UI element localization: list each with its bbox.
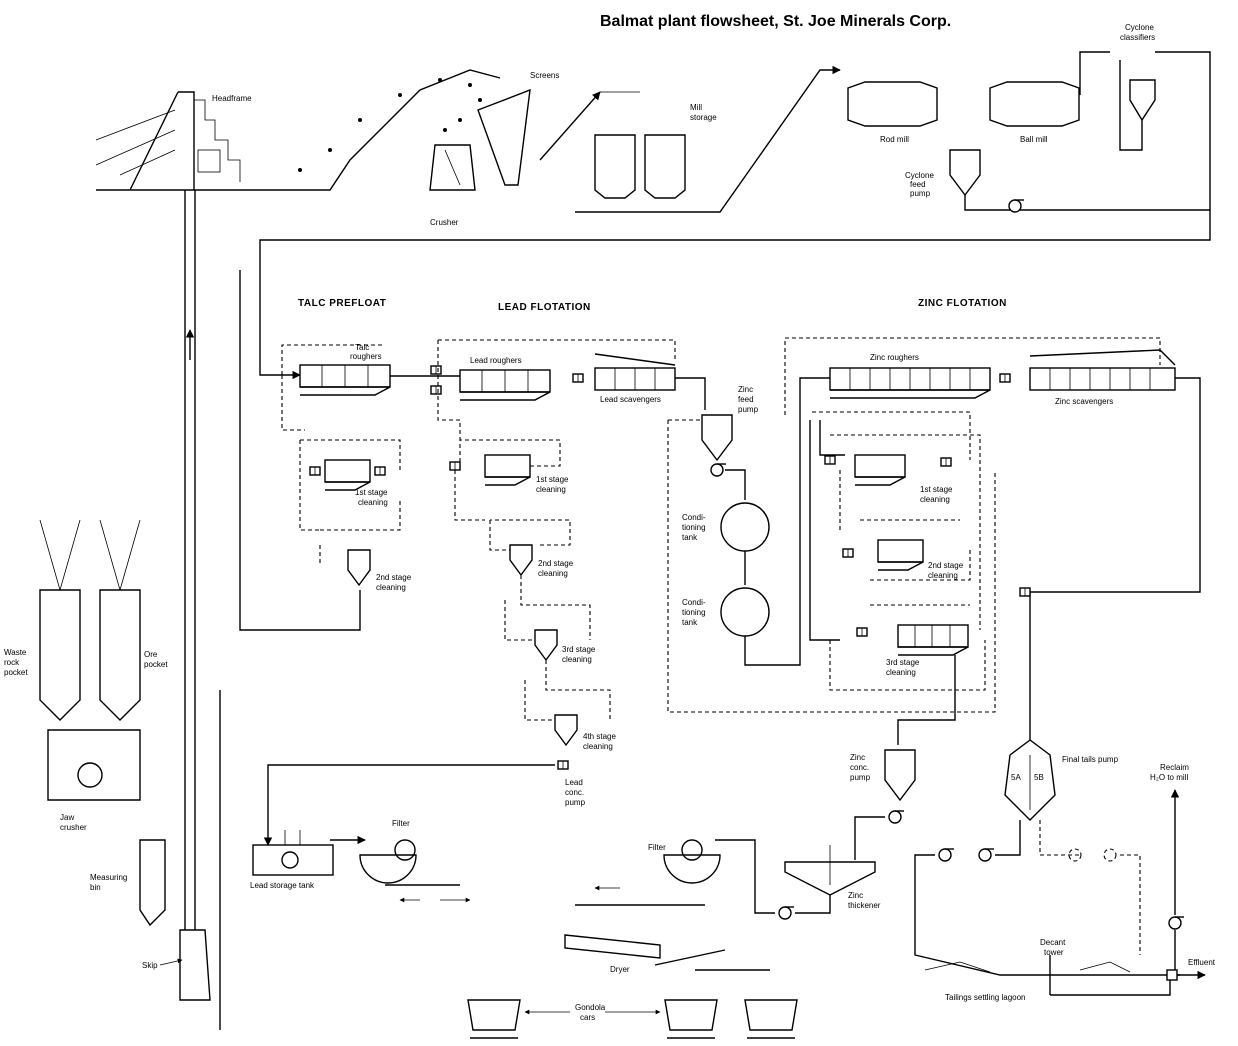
gondola-cars: Gondola cars (467, 999, 798, 1039)
conditioning-tank-2-label-3: tank (682, 618, 698, 627)
lead-conc-pump-label-1: Lead (565, 778, 583, 787)
tailings-lagoon-label: Tailings settling lagoon (945, 993, 1026, 1002)
section-zinc: ZINC FLOTATION (918, 298, 1007, 309)
crusher-label: Crusher (430, 218, 459, 227)
diagram-title: Balmat plant flowsheet, St. Joe Minerals… (600, 13, 951, 30)
decant-tower-label-1: Decant (1040, 938, 1066, 947)
waste-rock-label-3: pocket (4, 668, 28, 677)
filter-zinc-label: Filter (648, 843, 666, 852)
headframe-label: Headframe (212, 94, 252, 103)
final-tails-area: 5A 5B Final tails pump Decant tower Tail… (914, 739, 1216, 1002)
effluent-label: Effluent (1188, 958, 1216, 967)
talc-1st-label-2: cleaning (358, 498, 388, 507)
mill-storage-label-1: Mill (690, 103, 702, 112)
measuring-bin-label-2: bin (90, 883, 101, 892)
cyclone-classifiers-label-2: classifiers (1120, 33, 1155, 42)
jaw-crusher-label-2: crusher (60, 823, 87, 832)
cyclone-feed-pump-label-3: pump (910, 189, 931, 198)
talc-2nd-label-1: 2nd stage (376, 573, 412, 582)
lead-storage-area: Lead storage tank Filter (250, 819, 471, 903)
zinc-conditioning: Zinc feed pump Condi- tioning tank Condi… (667, 337, 1161, 713)
zinc-3rd-label-2: cleaning (886, 668, 916, 677)
cyclone-feed-pump-label-2: feed (910, 180, 926, 189)
decant-tower-label-2: tower (1044, 948, 1064, 957)
reclaim-label-2: H₂O to mill (1150, 773, 1188, 782)
zinc-concentrate-area: Zinc conc. pump Zinc thickener Filter Dr… (564, 749, 916, 974)
lead-4th-label-2: cleaning (583, 742, 613, 751)
dryer-label: Dryer (610, 965, 630, 974)
ball-mill-label: Ball mill (1020, 135, 1048, 144)
gondola-label-2: cars (580, 1013, 595, 1022)
zinc-scavengers-label: Zinc scavengers (1055, 397, 1113, 406)
tank-5b-label: 5B (1034, 773, 1044, 782)
reclaim-label-1: Reclaim (1160, 763, 1189, 772)
lead-3rd-label-1: 3rd stage (562, 645, 596, 654)
lead-3rd-label-2: cleaning (562, 655, 592, 664)
zinc-1st-label-1: 1st stage (920, 485, 953, 494)
talc-roughers-label-2: roughers (350, 352, 382, 361)
conditioning-tank-1-label-1: Condi- (682, 513, 706, 522)
lead-2nd-label-1: 2nd stage (538, 559, 574, 568)
section-lead: LEAD FLOTATION (498, 302, 591, 313)
talc-2nd-label-2: cleaning (376, 583, 406, 592)
zinc-thickener-label-1: Zinc (848, 891, 863, 900)
zinc-thickener-label-2: thickener (848, 901, 881, 910)
lead-storage-tank-label: Lead storage tank (250, 881, 315, 890)
zinc-feed-pump-label-3: pump (738, 405, 759, 414)
lead-conc-pump-label-2: conc. (565, 788, 584, 797)
lead-scavengers-label: Lead scavengers (600, 395, 661, 404)
ore-pocket-label-2: pocket (144, 660, 168, 669)
talc-prefloat: Talc roughers 1st stage cleaning 2nd sta… (239, 270, 412, 631)
tank-5a-label: 5A (1011, 773, 1021, 782)
zinc-feed-pump-label-2: feed (738, 395, 754, 404)
mine-shaft (179, 190, 221, 1030)
pocket-area: Waste rock pocket Ore pocket Jaw crusher… (4, 519, 183, 970)
zinc-conc-pump-label-1: Zinc (850, 753, 865, 762)
jaw-crusher-label-1: Jaw (60, 813, 74, 822)
headframe-area: Headframe (95, 69, 501, 191)
waste-rock-label-1: Waste (4, 648, 27, 657)
zinc-flotation: Zinc roughers Zinc scavengers 1st stage … (809, 349, 1201, 745)
talc-1st-label-1: 1st stage (355, 488, 388, 497)
talc-roughers-label-1: Talc (355, 343, 369, 352)
measuring-bin-label-1: Measuring (90, 873, 127, 882)
lead-conc-pump-label-3: pump (565, 798, 586, 807)
conditioning-tank-2-label-2: tioning (682, 608, 706, 617)
zinc-1st-label-2: cleaning (920, 495, 950, 504)
zinc-roughers-label: Zinc roughers (870, 353, 919, 362)
gondola-label-1: Gondola (575, 1003, 606, 1012)
section-talc: TALC PREFLOAT (298, 298, 386, 309)
crusher-screens: Screens Crusher (429, 71, 640, 227)
zinc-3rd-label-1: 3rd stage (886, 658, 920, 667)
lead-2nd-label-2: cleaning (538, 569, 568, 578)
lead-1st-label-1: 1st stage (536, 475, 569, 484)
cyclone-classifiers-label-1: Cyclone (1125, 23, 1154, 32)
lead-1st-label-2: cleaning (536, 485, 566, 494)
skip-label: Skip (142, 961, 158, 970)
filter-lead-label: Filter (392, 819, 410, 828)
final-tails-pump-label: Final tails pump (1062, 755, 1119, 764)
mill-storage-label-2: storage (690, 113, 717, 122)
conditioning-tank-2-label-1: Condi- (682, 598, 706, 607)
grinding-area: Rod mill Ball mill Cyclone feed pump Cyc… (259, 23, 1211, 380)
mill-storage: Mill storage (575, 65, 841, 213)
conditioning-tank-1-label-3: tank (682, 533, 698, 542)
cyclone-feed-pump-label-1: Cyclone (905, 171, 934, 180)
lead-roughers-label: Lead roughers (470, 356, 522, 365)
conditioning-tank-1-label-2: tioning (682, 523, 706, 532)
ore-pocket-label-1: Ore (144, 650, 158, 659)
rod-mill-label: Rod mill (880, 135, 909, 144)
zinc-conc-pump-label-2: conc. (850, 763, 869, 772)
waste-rock-label-2: rock (4, 658, 20, 667)
lead-flotation: Lead roughers Lead scavengers 1st stage … (263, 339, 676, 846)
zinc-feed-pump-label-1: Zinc (738, 385, 753, 394)
screens-label: Screens (530, 71, 559, 80)
zinc-conc-pump-label-3: pump (850, 773, 871, 782)
zinc-2nd-label-2: cleaning (928, 571, 958, 580)
lead-4th-label-1: 4th stage (583, 732, 616, 741)
zinc-2nd-label-1: 2nd stage (928, 561, 964, 570)
